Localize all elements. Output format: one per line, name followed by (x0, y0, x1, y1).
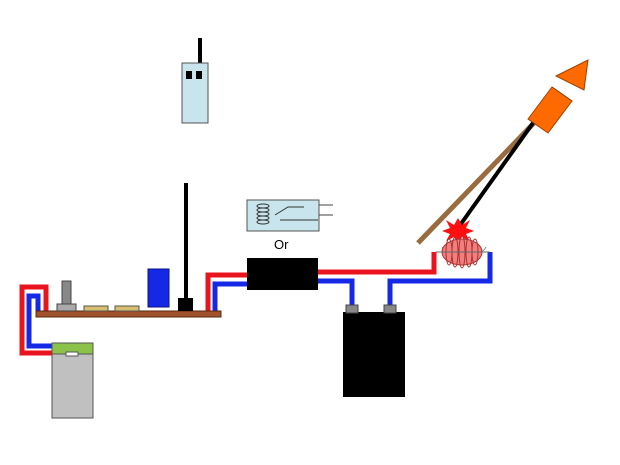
igniter-positive-wire (318, 252, 437, 275)
battery-pack-negative-wire (26, 293, 55, 349)
board-negative-wire (212, 281, 247, 313)
igniter-coil-icon (436, 235, 490, 269)
board-component-1 (83, 305, 109, 312)
battery-pack-positive-wire (19, 284, 55, 356)
relay-alternative-label: Or (274, 237, 289, 252)
rocket-fuse (456, 114, 540, 230)
remote-body (181, 62, 209, 124)
relay-coil-icon (256, 203, 270, 225)
battery-negative-wire (387, 252, 493, 306)
board-component-2 (114, 305, 140, 312)
relay (246, 199, 333, 232)
relay-switch-icon (274, 206, 304, 216)
remote-button-right (196, 71, 202, 79)
circuit-board (35, 310, 222, 318)
spark-icon (442, 218, 474, 244)
remote-button-left (186, 71, 192, 79)
receiver-antenna-base (178, 298, 193, 311)
rocket-icon (527, 59, 589, 134)
remote-transmitter (181, 38, 209, 124)
battery-pack-icon (51, 342, 94, 419)
potentiometer-icon (56, 280, 77, 312)
board-positive-wire (205, 272, 247, 313)
battery-icon (343, 304, 405, 397)
solenoid (247, 258, 318, 290)
capacitor-icon (147, 268, 170, 308)
battery-positive-wire (318, 278, 355, 306)
